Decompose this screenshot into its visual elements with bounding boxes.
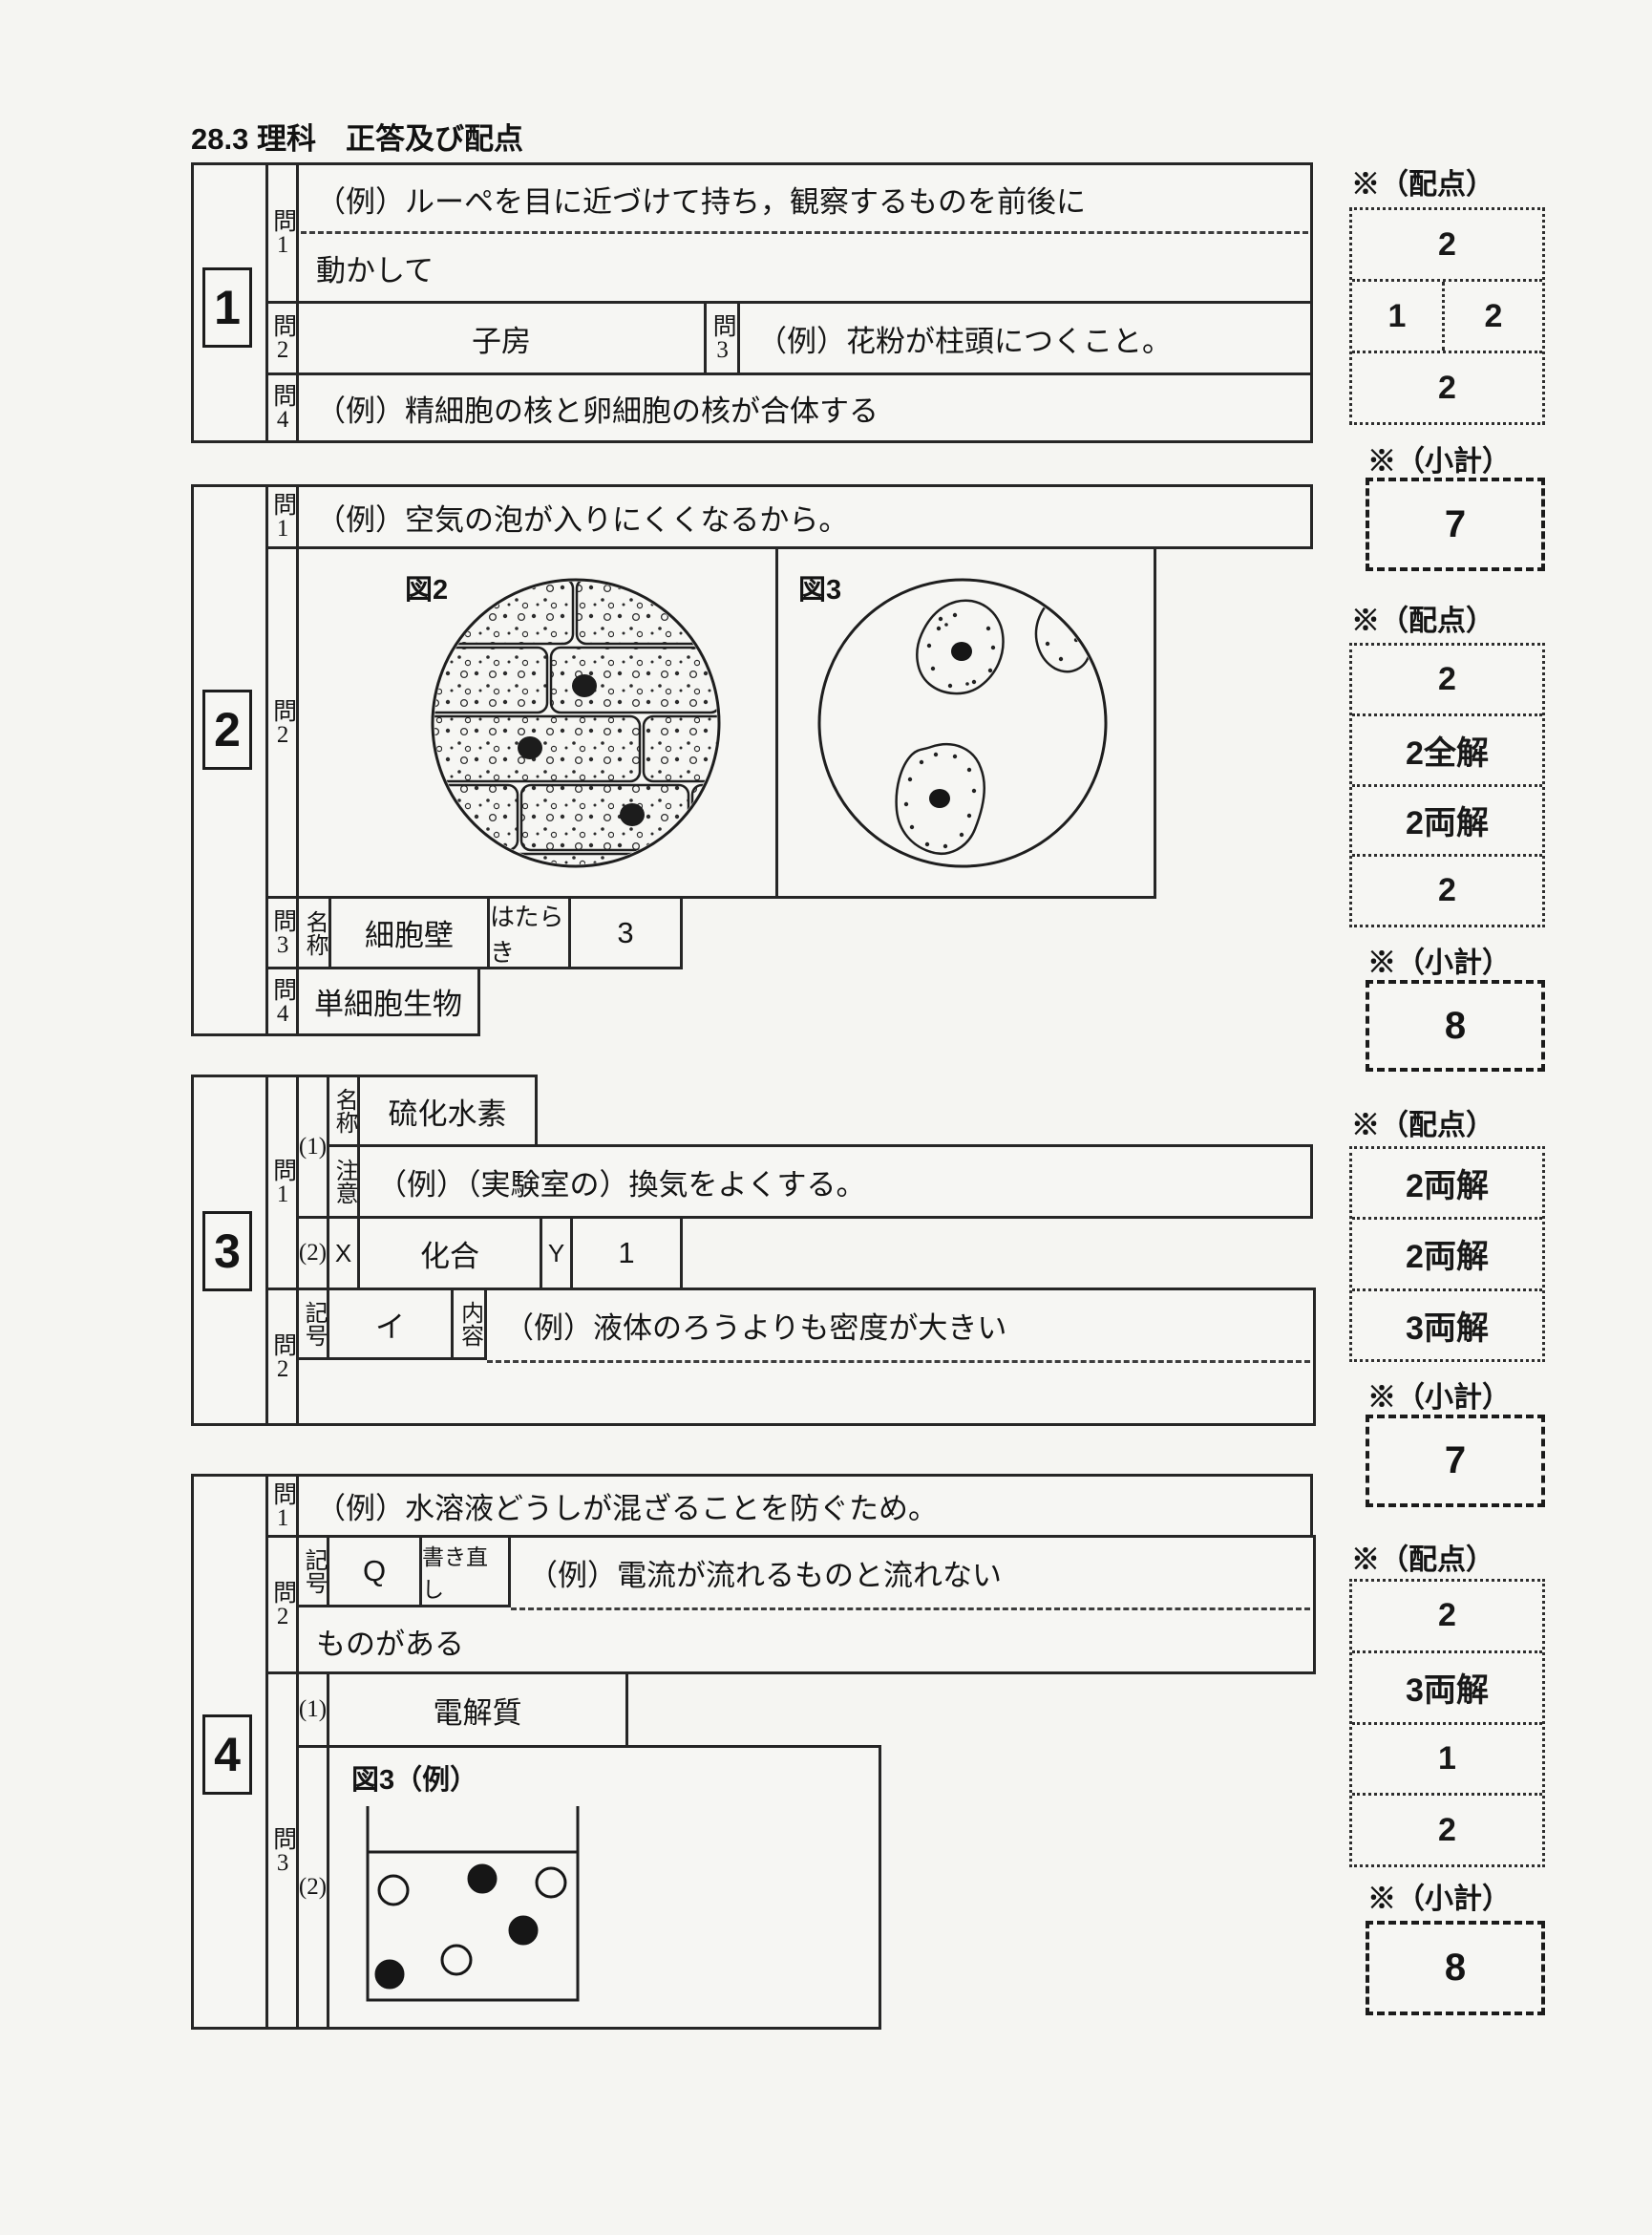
table1-q2-answer: 子房 bbox=[296, 301, 707, 375]
scoring1-row2-cell1: 1 bbox=[1352, 282, 1445, 351]
scoring1-points-box: 2 1 2 2 bbox=[1349, 207, 1545, 425]
table2-q4-answer: 単細胞生物 bbox=[296, 967, 480, 1036]
table3-q2-divider bbox=[487, 1360, 1310, 1363]
table4-q2-kigo-label: 記号 bbox=[299, 1538, 329, 1607]
table1-q2-label: 問2 bbox=[265, 301, 299, 375]
table4-q3-1-label: (1) bbox=[296, 1671, 329, 1748]
scoring2-row3: 2両解 bbox=[1352, 783, 1542, 855]
scoring2-points-box: 2 2全解 2両解 2 bbox=[1349, 643, 1545, 927]
scoring3-points-box: 2両解 2両解 3両解 bbox=[1349, 1146, 1545, 1362]
table4-q3-1-answer: 電解質 bbox=[327, 1671, 628, 1748]
table2-number-box: 2 bbox=[202, 690, 252, 770]
table4-q2-kakinaoshi-label: 書き直し bbox=[422, 1538, 511, 1607]
table3-q1-2-label: (2) bbox=[296, 1216, 329, 1290]
table4-q2-label: 問2 bbox=[265, 1535, 299, 1674]
scoring2-row2: 2全解 bbox=[1352, 713, 1542, 784]
scoring2-subtotal: 8 bbox=[1366, 980, 1545, 1072]
figure3-microscope-unicellular bbox=[817, 578, 1108, 868]
table3-q1-2-y-label: Y bbox=[540, 1216, 573, 1290]
table4-q1-answer: （例）水溶液どうしが混ざることを防ぐため。 bbox=[296, 1474, 1313, 1538]
table1-q1-cell: （例）ルーペを目に近づけて持ち，観察するものを前後に 動かして bbox=[296, 162, 1313, 304]
scoring1-subtotal: 7 bbox=[1366, 478, 1545, 571]
scoring2-haiten-label: ※（配点） bbox=[1351, 606, 1494, 637]
scoring3-row1: 2両解 bbox=[1406, 1168, 1489, 1205]
scoring2-row1: 2 bbox=[1438, 660, 1456, 697]
table3-q2-label: 問2 bbox=[265, 1288, 299, 1426]
scoring1-row3: 2 bbox=[1352, 351, 1542, 422]
scoring2-shokei-label: ※（小計） bbox=[1367, 947, 1511, 979]
scoring1-row2-cell2: 2 bbox=[1484, 297, 1503, 334]
scoring4-row4: 2 bbox=[1352, 1793, 1542, 1864]
scoring3-row3: 3両解 bbox=[1352, 1288, 1542, 1359]
table3-q2-kigo-answer: イ bbox=[329, 1290, 454, 1360]
beaker-particles bbox=[374, 1863, 567, 1990]
table1-q3-answer: （例）花粉が柱頭につくこと。 bbox=[737, 301, 1313, 375]
table3-q1-1-label: (1) bbox=[296, 1075, 329, 1219]
table3-q1-label: 問1 bbox=[265, 1075, 299, 1290]
table3-q1-2-y-answer: 1 bbox=[570, 1216, 683, 1290]
scoring4-shokei-label: ※（小計） bbox=[1367, 1884, 1511, 1915]
table2-q3-hataraki-answer: 3 bbox=[568, 896, 683, 969]
table3-q1-2-x-answer: 化合 bbox=[357, 1216, 542, 1290]
scoring1-row2: 1 2 bbox=[1352, 279, 1542, 351]
scoring4-haiten-label: ※（配点） bbox=[1351, 1544, 1494, 1576]
table1-q1-label: 問1 bbox=[265, 162, 299, 304]
figure-beaker-diagram bbox=[366, 1806, 580, 2002]
table4-q3-2-figure-cell bbox=[327, 1745, 881, 2030]
figure-beaker-label: 図3（例） bbox=[351, 1765, 478, 1796]
table2-q3-name-label: 名称 bbox=[296, 896, 331, 969]
table3-q2-kigo-label: 記号 bbox=[299, 1290, 329, 1360]
figure2-label: 図2 bbox=[405, 575, 449, 606]
scoring4-points-box: 2 3両解 1 2 bbox=[1349, 1579, 1545, 1867]
scoring1-row1: 2 bbox=[1438, 225, 1456, 263]
table2-q2-label: 問2 bbox=[265, 546, 299, 899]
table3-q2-naiyo-label: 内容 bbox=[454, 1290, 487, 1360]
table3-q2-row: 記号 イ 内容 （例）液体のろうよりも密度が大きい bbox=[296, 1288, 1316, 1426]
table3-q1-1-chui-answer: （例）（実験室の）換気をよくする。 bbox=[357, 1144, 1313, 1219]
table4-number-box: 4 bbox=[202, 1714, 252, 1795]
table2-q3-label: 問3 bbox=[265, 896, 299, 969]
table4-q2-divider bbox=[511, 1607, 1310, 1610]
figure2-microscope-plant-cells bbox=[431, 578, 721, 868]
table2-q1-label: 問1 bbox=[265, 484, 299, 549]
table1-q1-answer-line2: 動かして bbox=[316, 253, 434, 287]
table2-q4-label: 問4 bbox=[265, 967, 299, 1036]
table1-q1-answer-line1: （例）ルーペを目に近づけて持ち，観察するものを前後に bbox=[316, 184, 1086, 219]
table2-q3-hataraki-label: はたらき bbox=[487, 896, 571, 969]
scoring1-shokei-label: ※（小計） bbox=[1367, 446, 1511, 478]
figure3-label: 図3 bbox=[798, 575, 842, 606]
table4-q2-naiyo-line1: （例）電流が流れるものと流れない bbox=[528, 1558, 1002, 1592]
scoring4-subtotal: 8 bbox=[1366, 1921, 1545, 2015]
table4-q2-kigo-answer: Q bbox=[329, 1538, 422, 1607]
table3-q1-2-x-label: X bbox=[327, 1216, 360, 1290]
table1-q3-label: 問3 bbox=[704, 301, 740, 375]
table3-q1-1-chui-label: 注意 bbox=[327, 1144, 360, 1219]
scoring4-row3: 1 bbox=[1352, 1721, 1542, 1794]
table3-q1-1-name-label: 名称 bbox=[327, 1075, 360, 1147]
table1-q4-answer: （例）精細胞の核と卵細胞の核が合体する bbox=[296, 372, 1313, 443]
table3-number-box: 3 bbox=[202, 1211, 252, 1291]
table4-q2-naiyo-line2: ものがある bbox=[316, 1627, 464, 1661]
scoring3-shokei-label: ※（小計） bbox=[1367, 1382, 1511, 1414]
table3-q1-1-name-answer: 硫化水素 bbox=[357, 1075, 538, 1147]
table4-q2-row: 記号 Q 書き直し （例）電流が流れるものと流れない ものがある bbox=[296, 1535, 1316, 1674]
table1-q1-divider bbox=[301, 231, 1308, 234]
table2-q1-answer: （例）空気の泡が入りにくくなるから。 bbox=[296, 484, 1313, 549]
table4-q1-label: 問1 bbox=[265, 1474, 299, 1538]
scoring2-row4: 2 bbox=[1352, 854, 1542, 925]
scoring4-row1: 2 bbox=[1438, 1597, 1456, 1634]
scoring3-haiten-label: ※（配点） bbox=[1351, 1110, 1494, 1141]
scoring1-haiten-label: ※（配点） bbox=[1351, 169, 1494, 201]
table4-q3-2-label: (2) bbox=[296, 1745, 329, 2030]
page-title: 28.3 理科 正答及び配点 bbox=[191, 122, 523, 156]
scoring3-subtotal: 7 bbox=[1366, 1415, 1545, 1507]
table3-q2-naiyo-answer: （例）液体のろうよりも密度が大きい bbox=[504, 1310, 1007, 1345]
table2-q3-name-answer: 細胞壁 bbox=[328, 896, 490, 969]
scoring3-row2: 2両解 bbox=[1352, 1217, 1542, 1288]
table1-q4-label: 問4 bbox=[265, 372, 299, 443]
table4-q3-label: 問3 bbox=[265, 1671, 299, 2030]
table1-number-box: 1 bbox=[202, 267, 252, 348]
scoring4-row2: 3両解 bbox=[1352, 1650, 1542, 1722]
